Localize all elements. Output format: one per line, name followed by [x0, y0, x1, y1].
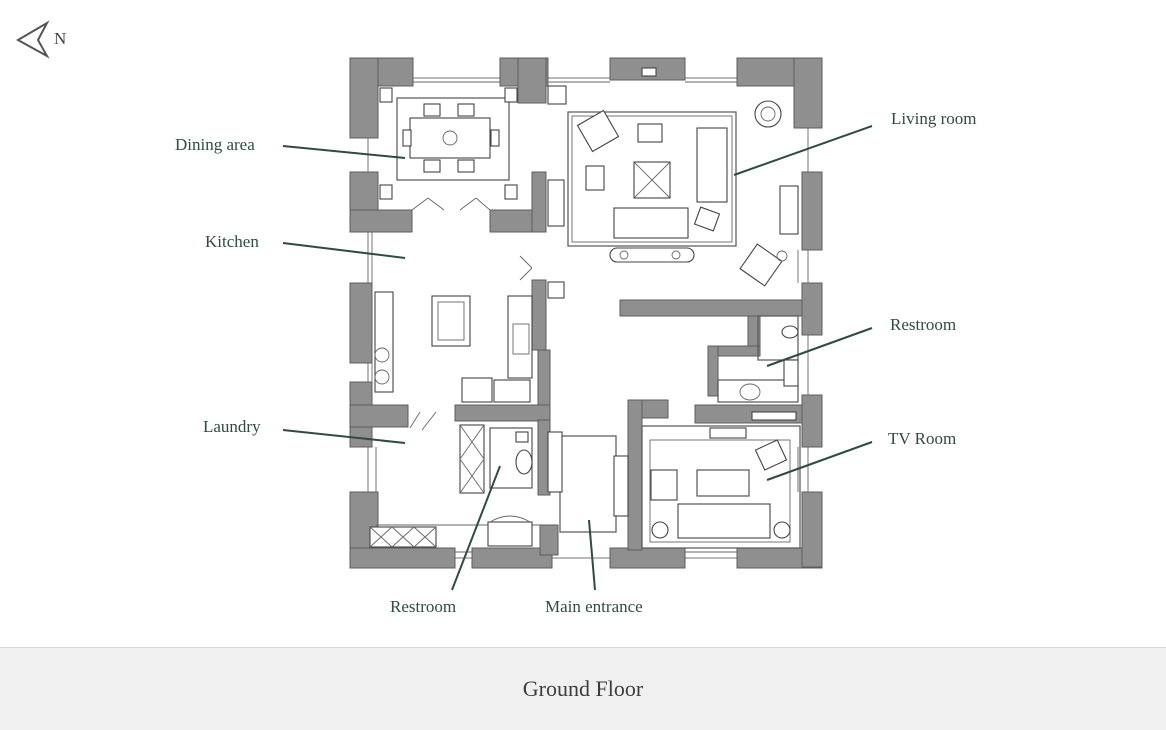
label-tv-room: TV Room [888, 429, 956, 448]
leader-lines [282, 125, 873, 591]
label-laundry: Laundry [203, 417, 261, 436]
north-compass[interactable]: N [15, 20, 76, 60]
north-label: N [54, 29, 67, 48]
label-main-entrance: Main entrance [545, 597, 643, 616]
tv-room-furniture [641, 425, 801, 549]
footer-bar: Ground Floor [0, 647, 1166, 730]
laundry-furniture [369, 411, 437, 548]
dining-furniture [379, 87, 518, 211]
floor-plan: Dining area Kitchen Laundry Living room … [175, 57, 976, 616]
label-dining-area: Dining area [175, 135, 255, 154]
living-furniture [519, 67, 799, 299]
walls [349, 57, 823, 569]
label-living-room: Living room [891, 109, 976, 128]
label-restroom-east: Restroom [890, 315, 956, 334]
entrance-area [547, 431, 629, 533]
kitchen-furniture [374, 291, 533, 403]
label-kitchen: Kitchen [205, 232, 259, 251]
east-restroom-fixtures [717, 315, 799, 421]
label-restroom-south: Restroom [390, 597, 456, 616]
west-restroom-fixtures [459, 424, 533, 547]
floor-title: Ground Floor [522, 676, 644, 701]
north-arrow-icon [15, 20, 50, 59]
